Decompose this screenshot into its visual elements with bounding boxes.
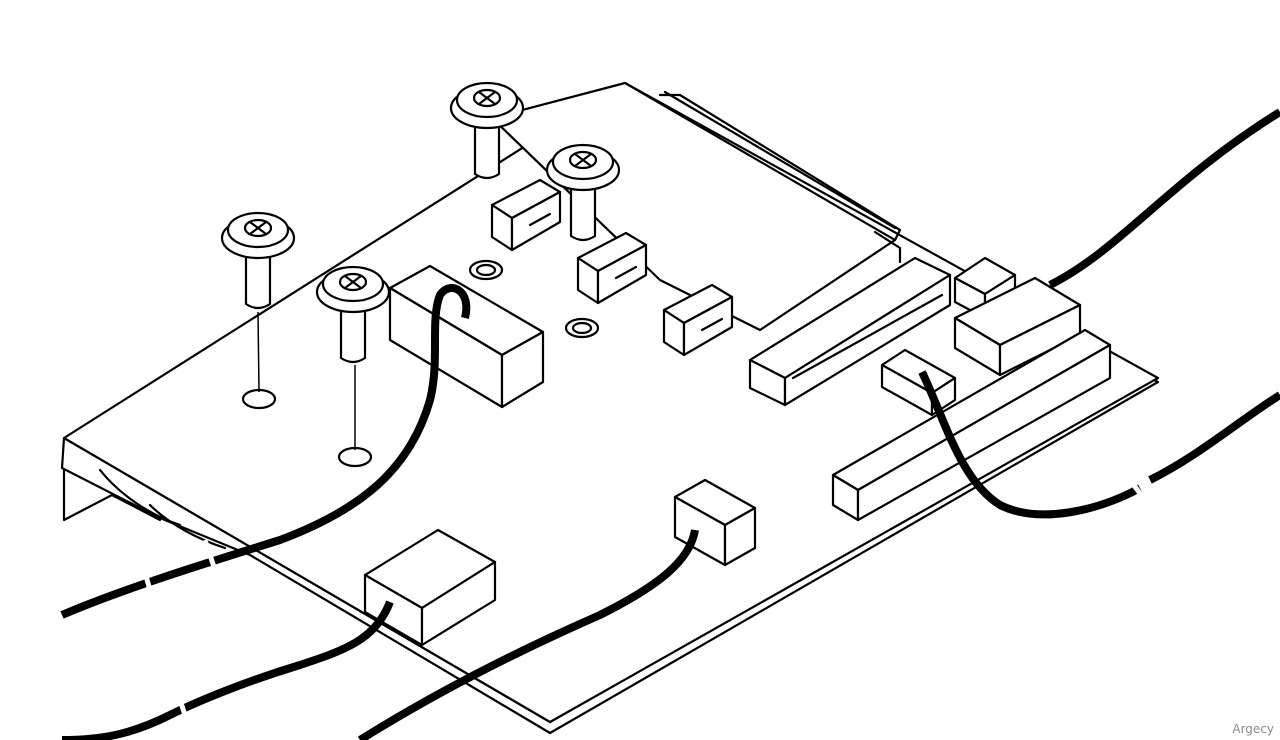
connector-icon	[662, 283, 734, 357]
block-connector-left	[388, 264, 545, 409]
connector-icon	[490, 178, 562, 252]
screws	[220, 81, 621, 364]
cable-upper-right	[1048, 108, 1280, 289]
mounting-hole-icon	[468, 259, 504, 281]
connector-bottom-left	[363, 528, 497, 647]
cable-block-left	[60, 284, 471, 619]
cable-lower-right	[1148, 391, 1280, 484]
right-blocks	[831, 256, 1112, 522]
slot-connector	[748, 256, 952, 407]
connector-right	[880, 348, 957, 417]
cable-break-marks	[137, 478, 1147, 731]
front-cables	[60, 284, 699, 740]
screw-guide-lines	[257, 311, 356, 450]
cable-bottom-center	[357, 529, 699, 740]
screw-icon	[220, 211, 296, 310]
connector-icon	[576, 231, 648, 305]
screw-icon	[449, 81, 525, 180]
mounting-hole-icon	[564, 317, 600, 339]
screw-icon	[545, 143, 621, 242]
screw-icon	[315, 265, 391, 364]
cable-bottom-left	[61, 600, 394, 740]
watermark: Argecy	[1232, 722, 1274, 736]
connector-bottom-center	[673, 478, 757, 567]
small-connectors	[490, 178, 734, 357]
mounting-holes	[241, 259, 600, 468]
rear-cables	[1048, 108, 1280, 484]
cable-right-connector	[918, 370, 1142, 519]
